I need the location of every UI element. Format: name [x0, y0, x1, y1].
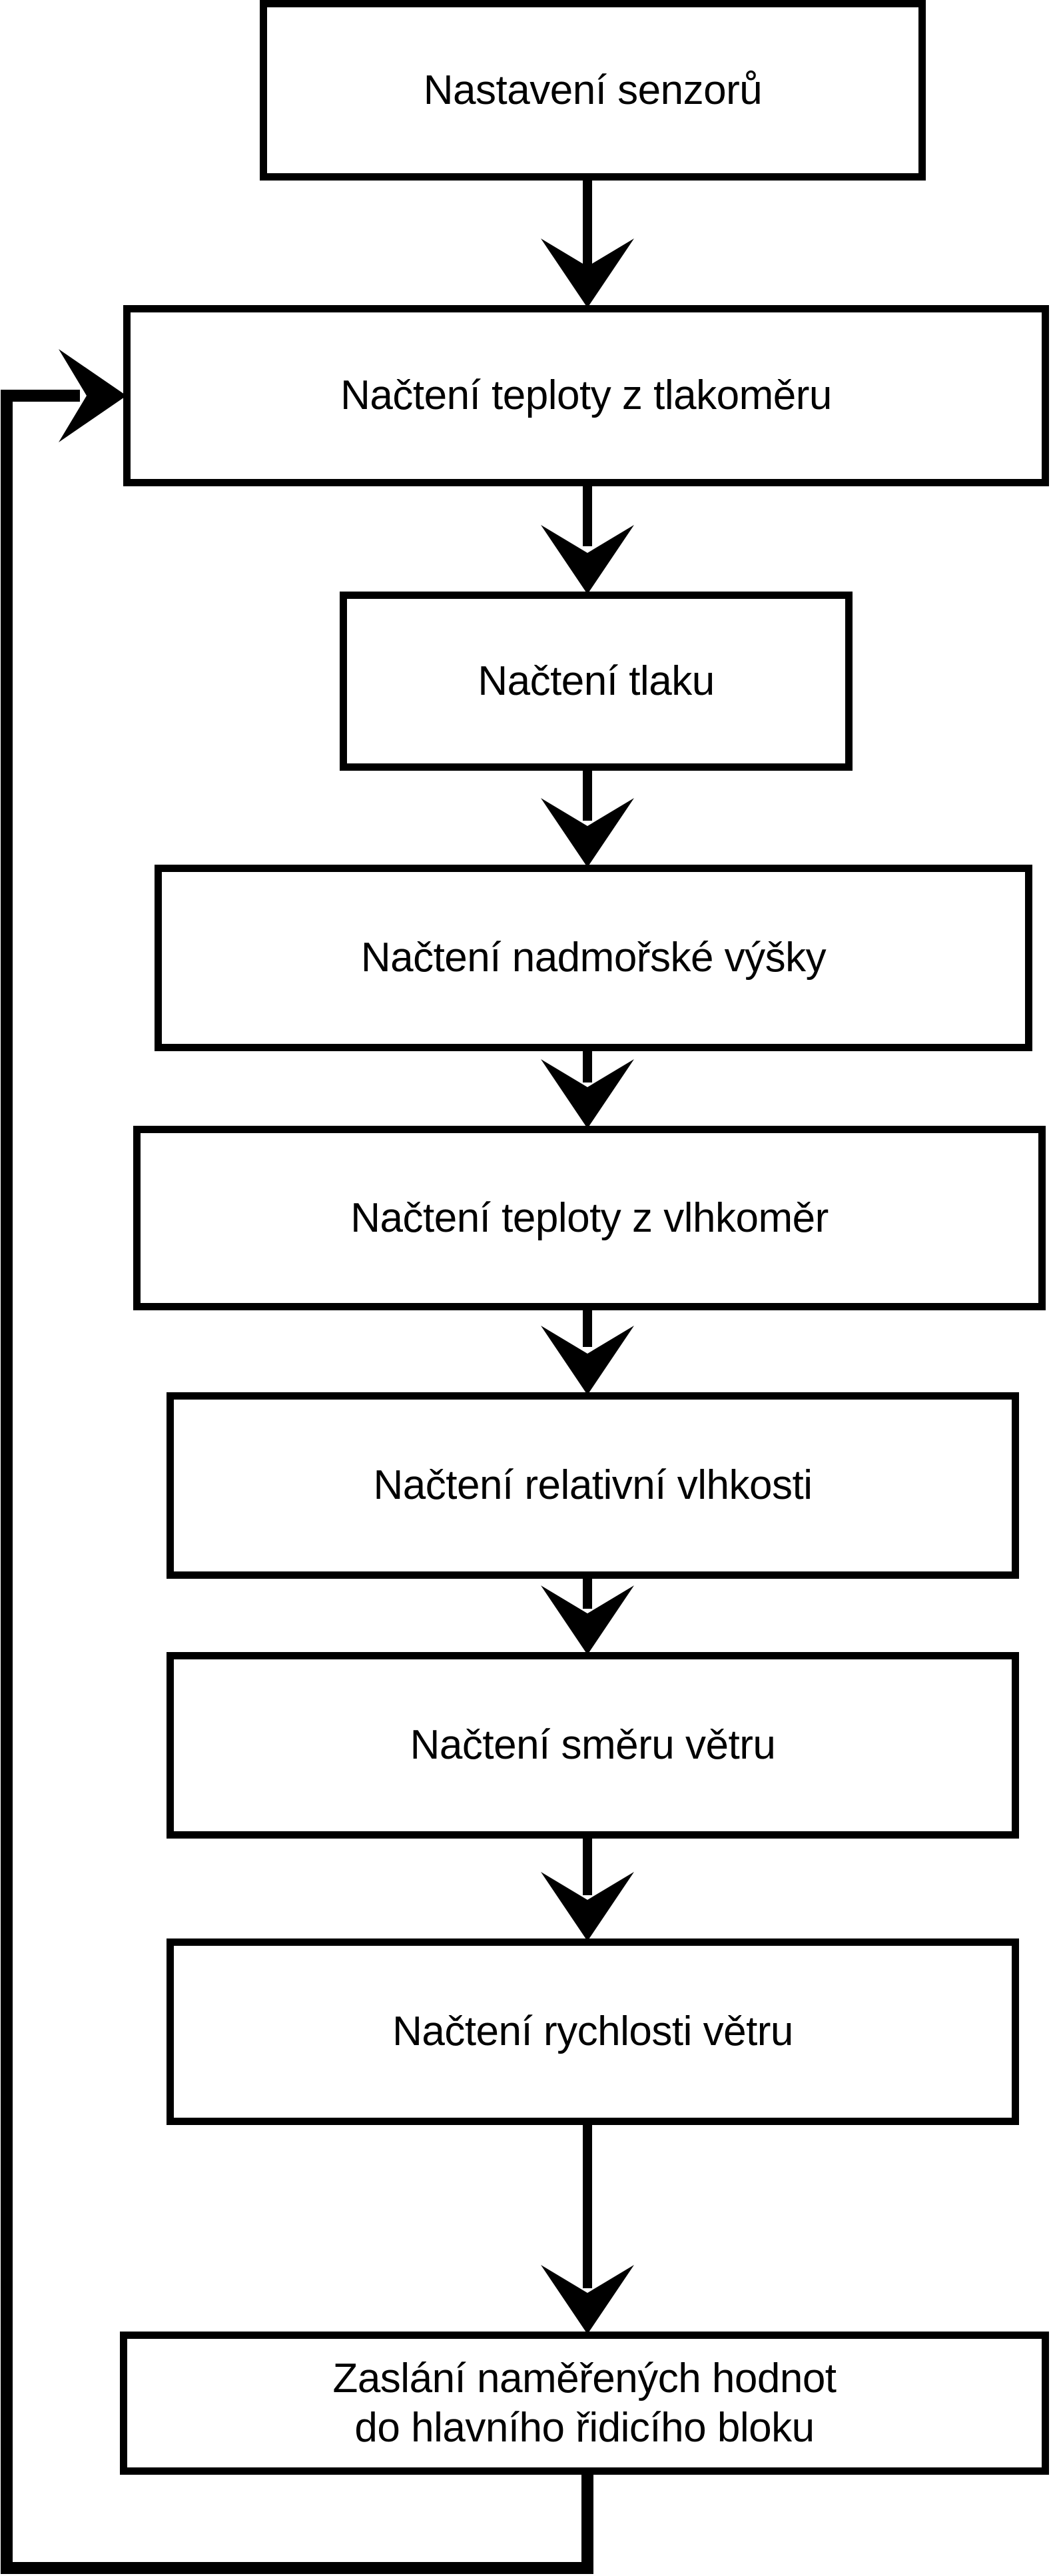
node-humidity-label: Načtení relativní vlhkosti — [373, 1462, 813, 1509]
arrowhead-into-temp-baro — [541, 238, 634, 308]
arrowhead-into-send — [541, 2265, 634, 2334]
node-wind-speed[interactable]: Načtení rychlosti větru — [167, 1938, 1019, 2125]
node-wind-dir[interactable]: Načtení směru větru — [167, 1652, 1019, 1839]
node-temp-baro-label: Načtení teploty z tlakoměru — [340, 372, 832, 419]
arrowhead-loop-into-temp-baro — [59, 349, 127, 442]
node-temp-hygro-label: Načtení teploty z vlhkoměr — [350, 1194, 829, 1241]
arrowhead-into-humidity — [541, 1326, 634, 1395]
node-pressure[interactable]: Načtení tlaku — [340, 592, 853, 771]
arrowhead-into-altitude — [541, 798, 634, 867]
node-temp-hygro[interactable]: Načtení teploty z vlhkoměr — [133, 1126, 1046, 1310]
node-altitude-label: Načtení nadmořské výšky — [360, 935, 827, 981]
node-setup[interactable]: Nastavení senzorů — [260, 0, 926, 181]
edge-send-to-temp-baro-loop-line — [1, 390, 593, 2574]
arrowhead-into-wind-dir — [541, 1585, 634, 1655]
node-altitude[interactable]: Načtení nadmořské výšky — [155, 865, 1032, 1051]
node-humidity[interactable]: Načtení relativní vlhkosti — [167, 1392, 1019, 1579]
arrowhead-into-temp-hygro — [541, 1059, 634, 1128]
node-temp-baro[interactable]: Načtení teploty z tlakoměru — [123, 305, 1049, 486]
node-setup-label: Nastavení senzorů — [423, 67, 763, 113]
node-send[interactable]: Zaslání naměřených hodnot do hlavního ři… — [120, 2332, 1049, 2475]
node-wind-speed-label: Načtení rychlosti větru — [392, 2008, 793, 2055]
arrowhead-into-wind-speed — [541, 1872, 634, 1941]
node-pressure-label: Načtení tlaku — [478, 657, 715, 704]
node-send-label: Zaslání naměřených hodnot do hlavního ři… — [332, 2356, 837, 2451]
node-wind-dir-label: Načtení směru větru — [410, 1722, 776, 1769]
arrowhead-into-pressure — [541, 525, 634, 594]
